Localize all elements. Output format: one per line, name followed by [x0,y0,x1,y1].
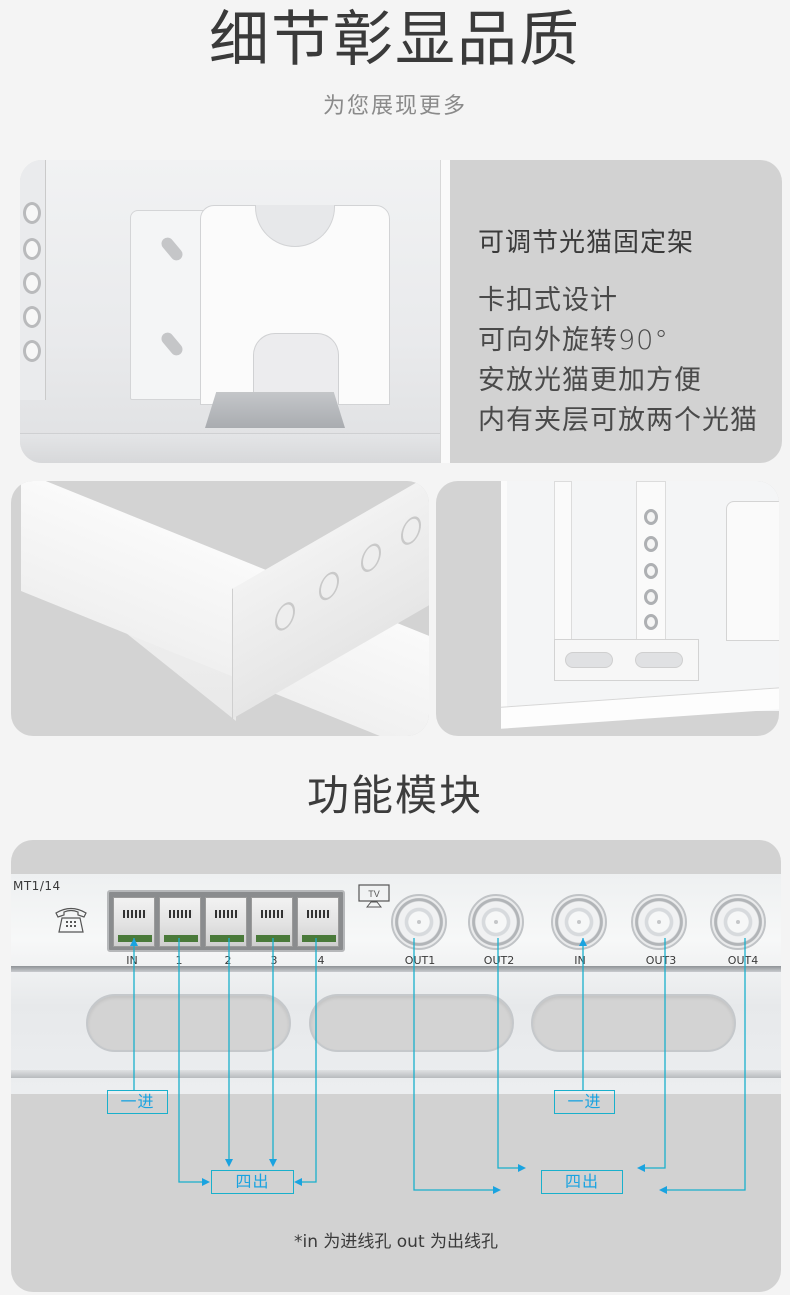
bracket-caption: 可调节光猫固定架 卡扣式设计 可向外旋转90° 安放光猫更加方便 内有夹层可放两… [478,222,758,441]
coax-port-out3 [631,894,687,950]
rj11-port-2 [205,897,247,947]
coax-port-label: IN [574,954,586,967]
coax-connector [23,340,41,362]
mounting-rail [554,639,699,681]
rj-port-label: 4 [317,954,325,967]
bracket-detail-panel: 可调节光猫固定架 卡扣式设计 可向外旋转90° 安放光猫更加方便 内有夹层可放两… [20,160,782,463]
plate-groove [11,1070,781,1078]
model-label: MT1/14 [13,879,61,893]
page-title: 细节彰显品质 [209,5,581,75]
plate-groove [11,966,781,972]
line-coax-out3 [637,938,666,1172]
knockout-hole [361,538,381,577]
coax-port-out2 [468,894,524,950]
tv-in-tag: 一进 [554,1090,615,1114]
line-phone-4 [294,938,317,1186]
plate-slot [86,994,291,1052]
divider-rail [554,481,572,641]
caption-line: 安放光猫更加方便 [478,365,702,396]
arrow-phone-in [130,938,138,946]
rj-port-label: 2 [224,954,232,967]
caption-line: 可向外旋转90° [478,325,669,356]
coax-port-in [551,894,607,950]
coax-strip [20,160,46,400]
rj11-port-4 [297,897,339,947]
bracket-notch [255,205,335,247]
telephone-icon [55,907,87,933]
coax-connector [644,589,658,605]
wiring-diagram [130,938,746,1194]
modem-bracket [726,501,779,641]
arrow-coax-in [579,938,587,946]
coax-connector [23,238,41,260]
knockout-hole [275,597,295,636]
coax-connector [644,509,658,525]
phone-in-tag: 一进 [107,1090,168,1114]
coax-connector [23,202,41,224]
box-interior-photo [436,481,779,736]
function-module-panel: MT1/14 IN 1 2 3 4 TV OUT1 OUT2 IN OUT3 O… [11,840,781,1292]
caption-line: 卡扣式设计 [478,285,618,316]
rj-port-label: 3 [270,954,278,967]
rj11-port-1 [159,897,201,947]
footnote: *in 为进线孔 out 为出线孔 [293,1232,499,1252]
coax-connector [644,536,658,552]
rj-port-label: IN [126,954,138,967]
tv-out-tag: 四出 [541,1170,623,1194]
phone-out-tag: 四出 [211,1170,294,1194]
box-corner-photo [11,481,429,736]
section-title: 功能模块 [306,771,483,820]
plate-slot [309,994,514,1052]
coax-connector [23,306,41,328]
line-coax-out1 [413,938,501,1194]
coax-port-label: OUT4 [727,954,759,967]
line-coax-out4 [659,938,746,1194]
coax-connector [644,563,658,579]
bracket-photo [20,160,450,463]
bracket-slot [159,330,185,358]
bracket-metal-base [205,392,345,428]
coax-port-label: OUT1 [404,954,436,967]
coax-port-out1 [391,894,447,950]
coax-port-label: OUT2 [483,954,515,967]
knockout-hole [319,567,339,605]
coax-connector [23,272,41,294]
caption-line: 内有夹层可放两个光猫 [478,405,758,436]
box-floor [20,433,450,463]
plate-slot [531,994,736,1052]
page-subtitle: 为您展现更多 [322,94,467,119]
bracket-front-plate [200,205,390,405]
rj11-port-block [107,890,345,952]
caption-heading: 可调节光猫固定架 [478,228,695,258]
line-phone-1 [178,938,210,1186]
tv-icon: TV [358,884,390,908]
line-coax-out2 [497,938,526,1172]
bracket-slot [159,235,185,263]
coax-connector [644,614,658,630]
svg-text:TV: TV [368,889,380,899]
knockout-hole [401,511,421,550]
rail-slot [635,652,683,668]
coax-port-out4 [710,894,766,950]
box-wall [440,160,450,463]
rail-slot [565,652,613,668]
coax-port-label: OUT3 [645,954,677,967]
